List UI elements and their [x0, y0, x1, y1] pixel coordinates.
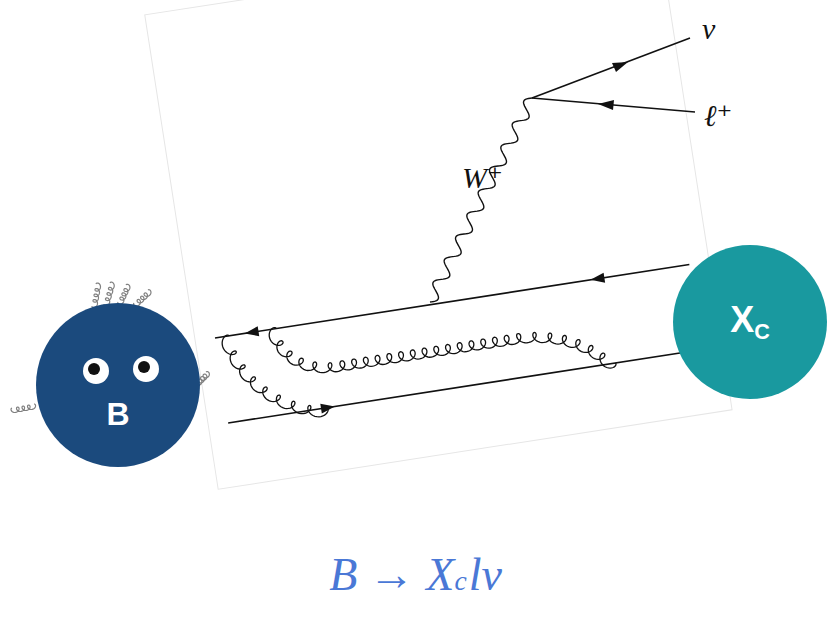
- decay-formula: B → Xclν: [0, 548, 831, 601]
- w-boson: [430, 38, 695, 302]
- gluon: [516, 319, 616, 381]
- b-meson-circle: B: [36, 303, 200, 467]
- neutrino-label: ν: [702, 12, 715, 46]
- particle-name: X: [730, 299, 754, 340]
- subscript: C: [754, 319, 770, 344]
- formula-part: B → X: [329, 548, 454, 601]
- arrowhead: [244, 326, 259, 338]
- arrowhead: [598, 100, 614, 110]
- gluon-lines: [221, 277, 617, 430]
- neutrino-line: [532, 38, 690, 98]
- formula-part: lν: [469, 548, 502, 601]
- gluon-hair: [104, 282, 114, 306]
- node-label: XC: [730, 299, 770, 346]
- xc-circle: XC: [673, 245, 827, 399]
- gluon-hair: [134, 290, 151, 306]
- arrowhead: [590, 273, 605, 285]
- antiquark-line: [215, 265, 689, 338]
- circle-fill: [673, 245, 827, 399]
- circle-shape: [36, 303, 200, 467]
- gluon: [268, 320, 333, 380]
- quark-lines: [145, 0, 732, 489]
- lepton-line: [532, 98, 695, 112]
- image-frame: [145, 0, 732, 489]
- gluon: [221, 322, 329, 430]
- arrowhead: [612, 62, 628, 72]
- w-boson-line: [430, 98, 532, 302]
- formula-subscript: c: [454, 565, 466, 597]
- boson-label: W⁺: [462, 160, 503, 195]
- node-label: B: [106, 396, 129, 433]
- eye: [133, 356, 159, 382]
- lepton-label: ℓ⁺: [704, 98, 732, 133]
- gluon-hair: [92, 283, 100, 308]
- pupil: [88, 363, 100, 375]
- particle-name: B: [106, 396, 129, 432]
- gluon-hair: [11, 404, 36, 412]
- circle-fill: [36, 303, 200, 467]
- pupil: [138, 361, 150, 373]
- gluon-hair: [118, 284, 130, 304]
- eye: [83, 358, 109, 384]
- gluon: [328, 333, 522, 373]
